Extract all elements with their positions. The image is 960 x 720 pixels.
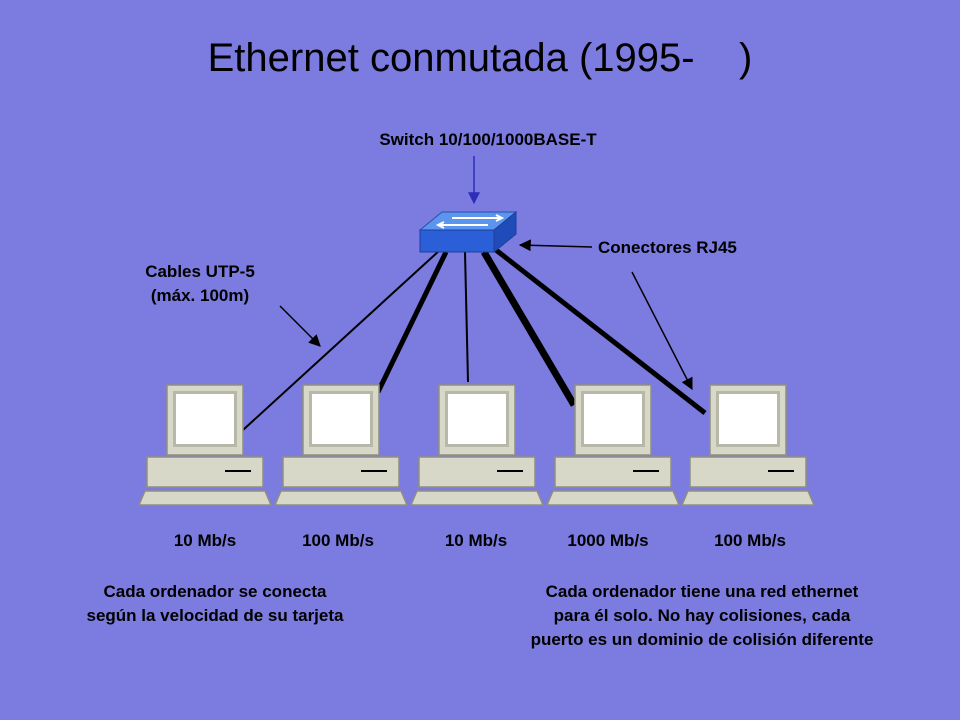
cable-5 [494,248,707,415]
connectors-label: Conectores RJ45 [598,238,737,257]
cable-2 [375,250,449,394]
note-left-line: Cada ordenador se conecta [103,582,327,601]
slide-title: Ethernet conmutada (1995- ) [207,36,753,80]
speed-label: 100 Mb/s [302,531,374,550]
note-right-line: puerto es un dominio de colisión diferen… [530,630,874,649]
switch-label: Switch 10/100/1000BASE-T [379,130,597,149]
computer-icon [138,384,272,506]
computer-icon [274,384,408,506]
switch-icon [418,210,518,254]
computer-icon [546,384,680,506]
connector-pointer-arrow [518,239,593,252]
note-right-line: para él solo. No hay colisiones, cada [553,606,851,625]
note-left: Cada ordenador se conecta según la veloc… [40,580,390,628]
speed-label: 10 Mb/s [444,531,508,550]
note-right-line: Cada ordenador tiene una red ethernet [545,582,859,601]
cables-label-line: Cables UTP-5 [145,262,255,281]
note-left-line: según la velocidad de su tarjeta [86,606,344,625]
cables-label: Cables UTP-5 (máx. 100m) [120,260,280,308]
cable-4 [480,250,578,407]
cables-label-line: (máx. 100m) [150,286,250,305]
cable-pointer-arrow [279,305,321,347]
computer-icon [410,384,544,506]
cable-1 [242,249,441,431]
connector-pointer-arrow [631,271,693,391]
computer-icon [681,384,815,506]
speed-label: 10 Mb/s [173,531,237,550]
cable-3 [464,251,469,383]
speed-label: 1000 Mb/s [567,531,649,550]
note-right: Cada ordenador tiene una red ethernet pa… [476,580,928,652]
speed-label: 100 Mb/s [714,531,786,550]
